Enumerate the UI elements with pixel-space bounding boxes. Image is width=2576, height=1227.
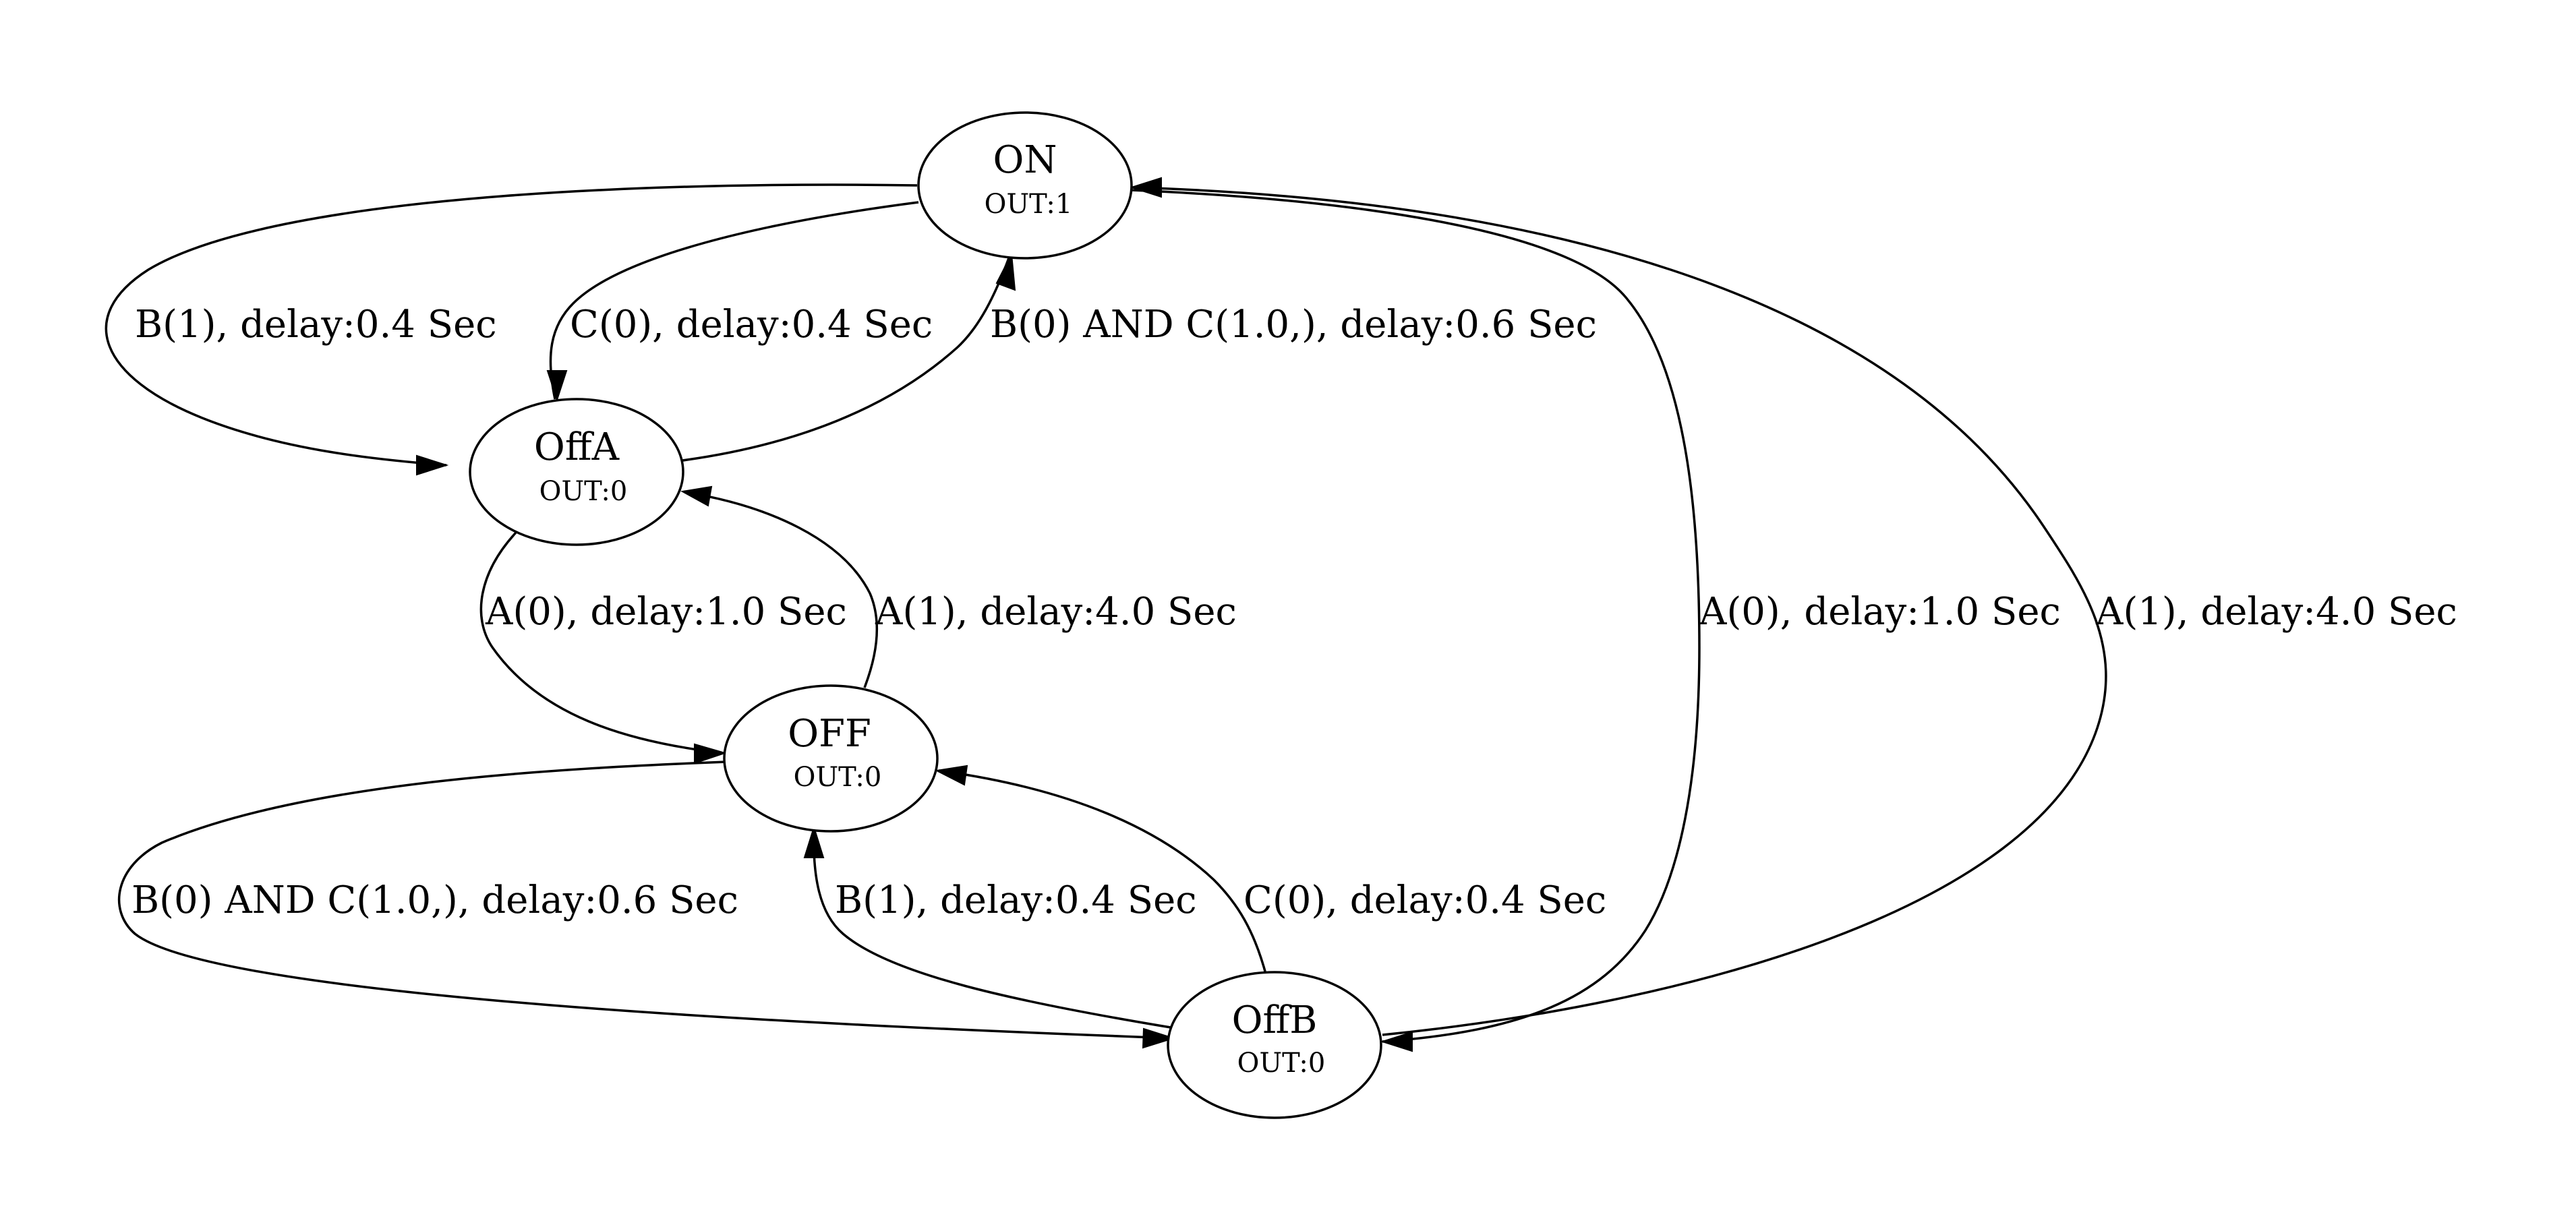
edge-label: C(0), delay:0.4 Sec	[570, 303, 933, 347]
edge-label: C(0), delay:0.4 Sec	[1243, 878, 1606, 922]
edge-label: B(1), delay:0.4 Sec	[835, 878, 1197, 922]
state-node-on[interactable]: ON OUT:1	[917, 111, 1133, 260]
edge-label: A(1), delay:4.0 Sec	[875, 590, 1237, 634]
edge-label: A(0), delay:1.0 Sec	[1699, 590, 2061, 634]
state-name: OffB	[1232, 998, 1318, 1042]
edge-offb-to-off-c0[interactable]: C(0), delay:0.4 Sec	[934, 765, 1606, 977]
edge-label: A(1), delay:4.0 Sec	[2095, 590, 2457, 634]
state-node-off[interactable]: OFF OUT:0	[723, 684, 939, 833]
edge-on-to-offa-b1[interactable]: B(1), delay:0.4 Sec	[105, 183, 918, 476]
state-name: ON	[993, 138, 1057, 182]
edge-label: A(0), delay:1.0 Sec	[485, 590, 847, 634]
edge-off-to-offb-b0c1[interactable]: B(0) AND C(1.0,), delay:0.6 Sec	[117, 760, 1176, 1049]
state-name: OffA	[534, 425, 620, 469]
state-node-offb[interactable]: OffB OUT:0	[1167, 971, 1382, 1119]
state-output: OUT:0	[539, 476, 628, 507]
edge-off-to-offa-a1[interactable]: A(1), delay:4.0 Sec	[680, 485, 1237, 688]
state-output: OUT:1	[985, 189, 1073, 220]
edge-offa-to-on-b0c1[interactable]: B(0) AND C(1.0,), delay:0.6 Sec	[682, 251, 1597, 462]
edge-label: B(1), delay:0.4 Sec	[135, 303, 497, 347]
edge-offb-to-off-b1[interactable]: B(1), delay:0.4 Sec	[803, 825, 1197, 1029]
state-output: OUT:0	[794, 762, 882, 793]
edge-on-to-offb-a0[interactable]: A(0), delay:1.0 Sec	[1131, 189, 2061, 1052]
state-node-offa[interactable]: OffA OUT:0	[469, 398, 684, 546]
edge-offa-to-off-a0[interactable]: A(0), delay:1.0 Sec	[479, 531, 847, 765]
edge-offb-to-on-a1[interactable]: A(1), delay:4.0 Sec	[1129, 177, 2457, 1036]
edge-label: B(0) AND C(1.0,), delay:0.6 Sec	[131, 878, 738, 922]
state-name: OFF	[788, 712, 871, 756]
edge-label: B(0) AND C(1.0,), delay:0.6 Sec	[990, 303, 1597, 347]
state-output: OUT:0	[1237, 1048, 1326, 1079]
edge-on-to-offa-c0[interactable]: C(0), delay:0.4 Sec	[546, 201, 933, 402]
